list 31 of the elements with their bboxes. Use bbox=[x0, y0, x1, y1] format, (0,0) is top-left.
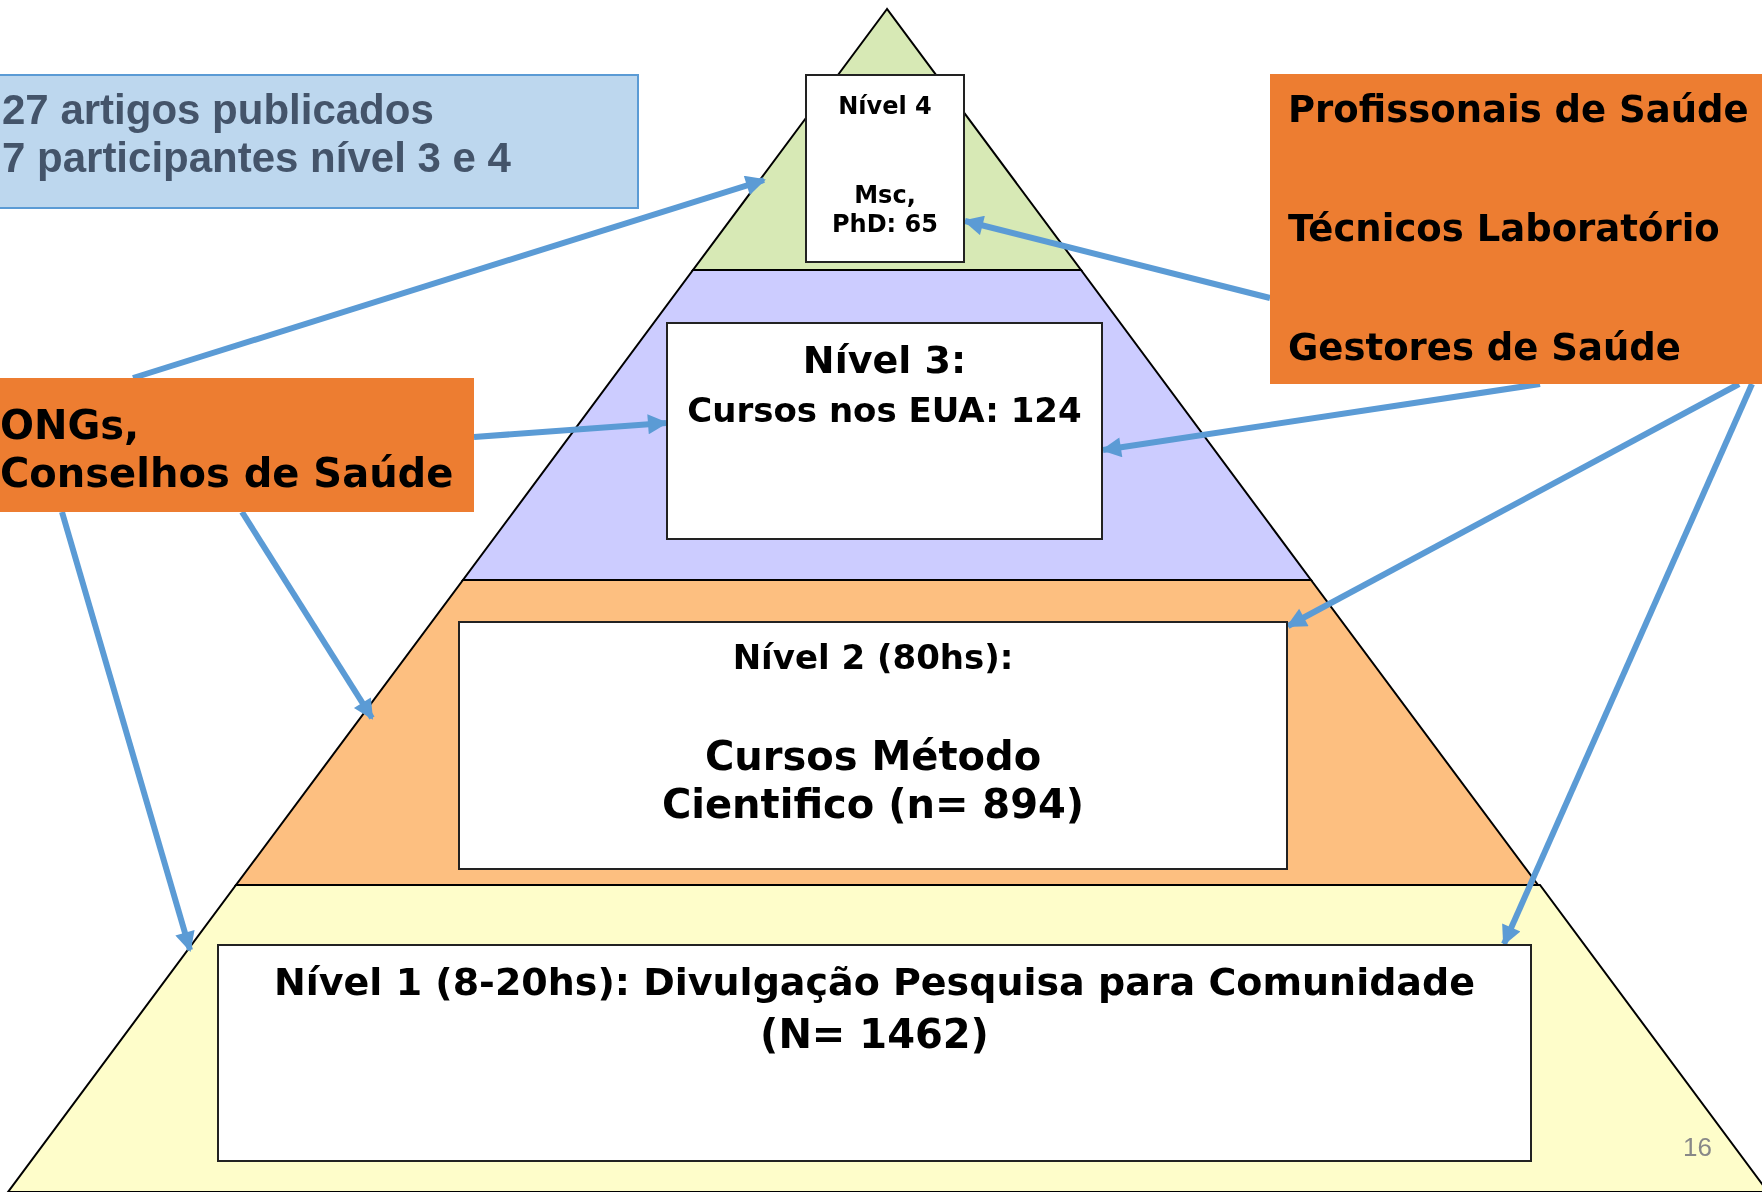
arrow bbox=[239, 510, 375, 720]
level-box bbox=[805, 74, 965, 263]
box-text: Técnicos Laboratório bbox=[1288, 206, 1720, 252]
level-heading: Nível 4 bbox=[838, 92, 932, 121]
arrow bbox=[473, 414, 668, 440]
page-number: 16 bbox=[1683, 1132, 1712, 1163]
arrow bbox=[1286, 381, 1741, 629]
arrow bbox=[963, 215, 1271, 301]
level-box bbox=[458, 621, 1288, 870]
level-box bbox=[666, 322, 1103, 540]
box-text: Profissonais de Saúde bbox=[1288, 88, 1749, 133]
box-text: 7 participantes nível 3 e 4 bbox=[2, 134, 511, 183]
arrow bbox=[59, 511, 195, 952]
arrow bbox=[1101, 381, 1541, 458]
level-heading: Nível 1 (8-20hs): Divulgação Pesquisa para Comunidade bbox=[274, 960, 1475, 1006]
level-description: (N= 1462) bbox=[760, 1009, 989, 1058]
info-box bbox=[0, 74, 639, 209]
arrow bbox=[1501, 382, 1755, 946]
box-text: Gestores de Saúde bbox=[1288, 325, 1681, 370]
level-heading: Nível 2 (80hs): bbox=[732, 637, 1014, 678]
arrow bbox=[132, 175, 766, 381]
level-description: Cursos nos EUA: 124 bbox=[687, 389, 1082, 431]
audience-box bbox=[1270, 74, 1762, 384]
audience-box bbox=[0, 378, 474, 512]
level-description: Msc, PhD: 65 bbox=[831, 181, 939, 239]
box-text: ONGs, bbox=[0, 401, 140, 449]
level-description: Cursos Método Cientifico (n= 894) bbox=[660, 731, 1086, 828]
level-heading: Nível 3: bbox=[802, 338, 967, 384]
level-box bbox=[217, 944, 1532, 1162]
box-text: 27 artigos publicados bbox=[2, 86, 434, 135]
box-text: Conselhos de Saúde bbox=[0, 449, 454, 497]
